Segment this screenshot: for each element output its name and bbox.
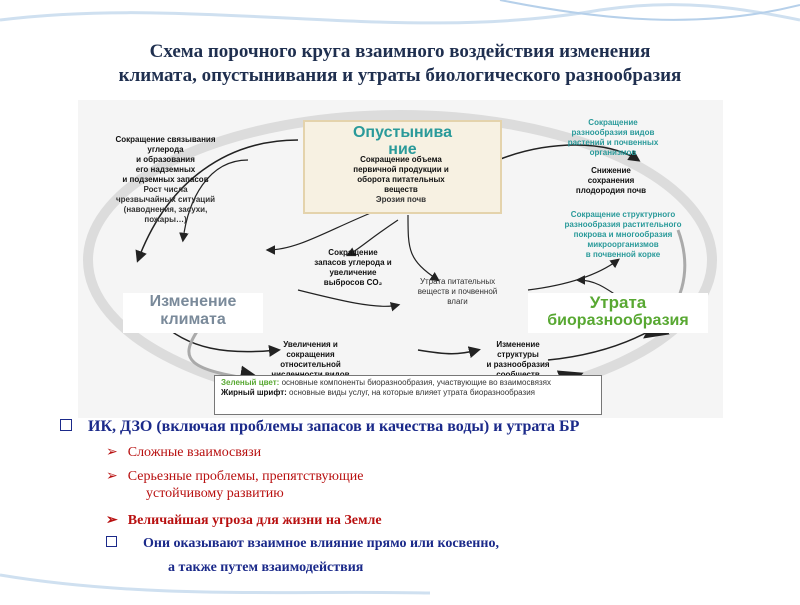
bullet-sub-2-cont: устойчивому развитию <box>146 486 284 502</box>
bullet-last-text-2: а также путем взаимодействия <box>168 560 364 575</box>
text-bottom-left-line: относительной <box>280 360 341 369</box>
text-right-top-line: Сокращение <box>588 118 638 127</box>
text-left-top-line: и образования <box>136 155 195 164</box>
text-center-nutrients-line: веществ и почвенной <box>417 287 498 296</box>
text-right-mid-line: сохранения <box>587 176 635 185</box>
text-left-top-line: и подземных запасов <box>122 175 209 184</box>
desertification-label-1: Опустынива <box>352 124 453 141</box>
legend-green-label: Зеленый цвет: <box>221 378 280 387</box>
desertification-label-2: ние <box>388 141 417 158</box>
text-left-growth-line: чрезвычайных ситуаций <box>115 195 216 204</box>
text-center-nutrients-line: влаги <box>447 297 468 306</box>
text-center-carbon-line: Сокращение <box>328 248 378 257</box>
bullet-sub-2-text-1: Серьезные проблемы, препятствующие <box>127 469 364 484</box>
text-center-nutrients: Утрата питательных веществ и почвенной в… <box>390 277 525 307</box>
climate-label-1: Изменение <box>149 293 237 310</box>
text-center-top-line: оборота питательных <box>357 175 445 184</box>
decorative-swoosh-bottom <box>0 573 431 595</box>
bullet-sub-2-text-2: устойчивому развитию <box>146 486 284 501</box>
decorative-swoosh-top <box>0 0 800 25</box>
square-bullet-icon <box>60 419 72 431</box>
text-left-growth: Рост числа чрезвычайных ситуаций (наводн… <box>88 185 243 225</box>
legend-bold-row: Жирный шрифт: основные виды услуг, на ко… <box>221 388 595 398</box>
text-right-mid: Снижение сохранения плодородия почв <box>546 166 676 196</box>
text-right-top-line: растений и почвенных <box>567 138 659 147</box>
title-line-1: Схема порочного круга взаимного воздейст… <box>149 41 651 62</box>
text-right-struct-line: разнообразия растительного <box>564 220 682 229</box>
bullet-last-text-1: Они оказывают взаимное влияние прямо или… <box>143 536 499 551</box>
text-right-struct-line: покрова и многообразия <box>573 230 673 239</box>
text-right-struct-line: в почвенной корке <box>585 250 661 259</box>
text-bottom-left-line: Увеличения и <box>283 340 338 349</box>
diagram-legend: Зеленый цвет: основные компоненты биораз… <box>214 375 602 415</box>
text-bottom-right-line: Изменение <box>496 340 540 349</box>
text-center-nutrients-line: Утрата питательных <box>419 277 496 286</box>
text-center-top: Сокращение объема первичной продукции и … <box>326 155 476 205</box>
bullet-sub-1: ➢ Сложные взаимосвязи <box>106 444 261 461</box>
text-right-struct-line: микроорганизмов <box>587 240 659 249</box>
text-left-top-line: Сокращение связывания <box>115 135 216 144</box>
climate-label-2: климата <box>160 311 226 328</box>
text-bottom-right: Изменение структуры и разнообразия сообщ… <box>458 340 578 380</box>
arrow-bullet-icon: ➢ <box>106 445 118 460</box>
text-center-carbon-line: увеличение <box>329 268 377 277</box>
bullet-sub-3-text: Величайшая угроза для жизни на Земле <box>127 513 382 528</box>
text-left-top-line: углерода <box>147 145 184 154</box>
legend-bold-label: Жирный шрифт: <box>221 388 287 397</box>
text-bottom-left-line: численности видов <box>248 370 373 380</box>
text-left-growth-line: Рост числа <box>143 185 188 194</box>
arrow-bullet-icon: ➢ <box>106 469 118 484</box>
climate-change-box: Изменение климата <box>123 293 263 333</box>
vicious-circle-diagram: Опустынива ние Изменение климата Утрата … <box>78 100 723 418</box>
text-center-top-line: Эрозия почв <box>375 195 427 204</box>
text-right-struct-line: Сокращение структурного <box>570 210 676 219</box>
bio-label-1: Утрата <box>589 293 647 312</box>
text-left-top: Сокращение связывания углерода и образов… <box>88 135 243 185</box>
biodiversity-loss-box: Утрата биоразнообразия <box>528 293 708 333</box>
square-bullet-icon <box>106 536 117 547</box>
bio-label-2: биоразнообразия <box>547 312 689 329</box>
text-right-mid-line: плодородия почв <box>575 186 647 195</box>
text-left-growth-line: пожары…) <box>144 215 187 224</box>
text-center-top-line: Сокращение объема <box>360 155 442 164</box>
arrow-bullet-icon: ➢ <box>106 513 118 528</box>
text-right-top: Сокращение разнообразия видов растений и… <box>538 118 688 158</box>
legend-green-row: Зеленый цвет: основные компоненты биораз… <box>221 378 595 388</box>
legend-green-text: основные компоненты биоразнообразия, уча… <box>281 378 551 387</box>
bullet-main-text: ИК, ДЗО (включая проблемы запасов и каче… <box>88 418 580 435</box>
bullet-last-cont: а также путем взаимодействия <box>168 560 363 576</box>
text-right-top-line: организмов <box>589 148 637 157</box>
slide-title: Схема порочного круга взаимного воздейст… <box>40 40 760 88</box>
bullet-sub-2: ➢ Серьезные проблемы, препятствующие <box>106 468 363 485</box>
text-left-growth-line: (наводнения, засухи, <box>123 205 208 214</box>
text-center-carbon-line: выбросов CO₂ <box>323 278 383 287</box>
text-bottom-right-line: и разнообразия <box>486 360 550 369</box>
text-right-struct: Сокращение структурного разнообразия рас… <box>533 210 713 260</box>
bullet-last: Они оказывают взаимное влияние прямо или… <box>106 536 499 552</box>
text-center-top-line: первичной продукции и <box>353 165 449 174</box>
text-left-top-line: его надземных <box>135 165 196 174</box>
bullet-sub-1-text: Сложные взаимосвязи <box>127 445 262 460</box>
desertification-box: Опустынива ние <box>303 120 502 214</box>
bullet-main: ИК, ДЗО (включая проблемы запасов и каче… <box>60 418 579 436</box>
text-right-mid-line: Снижение <box>591 166 631 175</box>
legend-bold-text: основные виды услуг, на которые влияет у… <box>289 388 535 397</box>
text-right-top-line: разнообразия видов <box>571 128 655 137</box>
text-bottom-right-line: сообществ <box>458 370 578 380</box>
text-bottom-right-line: структуры <box>497 350 539 359</box>
title-line-2: климата, опустынивания и утраты биологич… <box>118 65 682 86</box>
text-center-carbon: Сокращение запасов углерода и увеличение… <box>288 248 418 288</box>
text-center-carbon-line: запасов углерода и <box>314 258 392 267</box>
bullet-sub-3: ➢ Величайшая угроза для жизни на Земле <box>106 512 382 529</box>
text-bottom-left-line: сокращения <box>286 350 335 359</box>
text-center-top-line: веществ <box>384 185 418 194</box>
text-bottom-left: Увеличения и сокращения относительной чи… <box>248 340 373 380</box>
